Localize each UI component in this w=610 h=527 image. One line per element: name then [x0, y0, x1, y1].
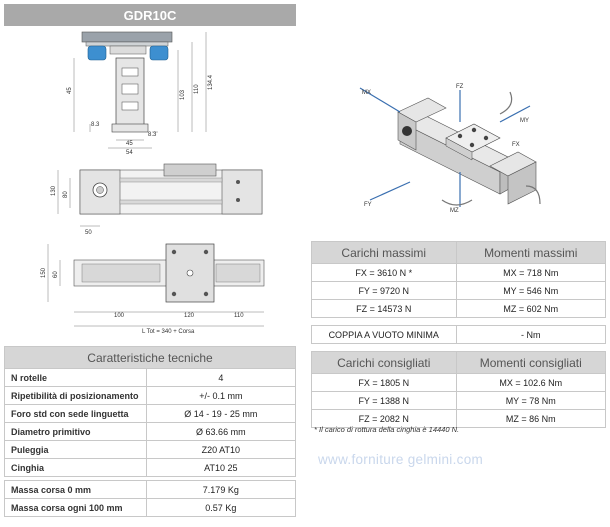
- product-title: GDR10C: [4, 4, 296, 26]
- table-row: FX = 3610 N *MX = 718 Nm: [311, 263, 606, 282]
- dim-8-3-left: 8.3: [91, 122, 100, 128]
- label-my: MY: [520, 118, 529, 124]
- rec-moments-header: Momenti consigliati: [455, 351, 606, 374]
- dim-ltot: L Tot = 340 + Corsa: [142, 329, 195, 335]
- isometric-view: MX FZ MY FX FY MZ: [350, 82, 560, 232]
- dim-50: 50: [85, 230, 92, 236]
- side-view-drawing: 130 80 50: [40, 160, 280, 238]
- dim-120: 120: [184, 313, 195, 319]
- dim-54: 54: [126, 150, 133, 156]
- dim-8-3-right: 8.3: [148, 132, 157, 138]
- max-moments-header: Momenti massimi: [455, 241, 606, 264]
- dim-103: 103: [180, 89, 186, 100]
- max-loads-header: Carichi massimi: [311, 241, 457, 264]
- dim-110: 110: [194, 84, 200, 94]
- label-fx: FX: [512, 142, 520, 148]
- coppia-row: COPPIA A VUOTO MINIMA- Nm: [311, 325, 606, 344]
- dim-45-left: 45: [67, 87, 73, 94]
- dim-100: 100: [114, 313, 125, 319]
- dim-134-4: 134.4: [208, 74, 214, 90]
- label-mz: MZ: [450, 208, 459, 214]
- label-fz: FZ: [456, 84, 464, 90]
- table-row: Ripetibilità di posizionamento+/- 0.1 mm: [4, 386, 297, 405]
- dim-45-bottom: 45: [126, 141, 133, 147]
- rec-loads-header: Carichi consigliati: [311, 351, 457, 374]
- dim-60: 60: [53, 271, 59, 278]
- dim-110-bottom: 110: [234, 313, 244, 319]
- specs-header: Caratteristiche tecniche: [4, 346, 296, 369]
- top-view-drawing: 150 60 100 120 110 L Tot = 340 + Corsa: [30, 238, 280, 338]
- dim-130: 130: [51, 185, 57, 196]
- watermark-url: www.forniture gelmini.com: [318, 452, 484, 467]
- label-mx: MX: [362, 90, 371, 96]
- cross-section-drawing: 45 8.3 8.3 45 54 103 110 134.4: [60, 28, 240, 158]
- label-fy: FY: [364, 202, 372, 208]
- footnote: * Il carico di rottura della cinghia è 1…: [314, 425, 460, 434]
- dim-150: 150: [41, 267, 47, 278]
- dim-80: 80: [63, 191, 69, 198]
